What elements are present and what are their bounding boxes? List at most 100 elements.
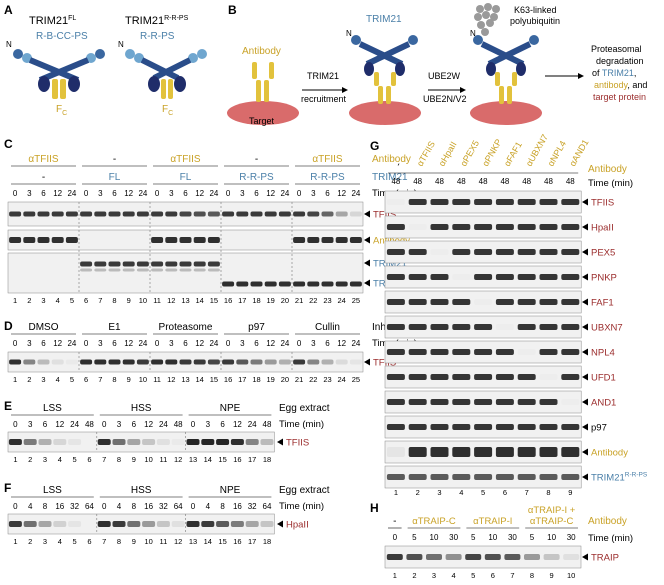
c-time-label: 6 bbox=[183, 189, 188, 198]
h-arrow-traip: TRAIP bbox=[591, 553, 619, 564]
d-inhibitor-header: p97 bbox=[248, 322, 265, 333]
c-band-trim21-fl-minor bbox=[94, 268, 107, 272]
g-band bbox=[539, 447, 558, 457]
g-arrow-hpaii: HpaII bbox=[591, 223, 614, 234]
b-k63-line1: K63-linked bbox=[514, 5, 557, 15]
d-time-label: 3 bbox=[240, 339, 245, 348]
c-band-tfiis bbox=[136, 211, 149, 217]
rrps-fc-label: FC bbox=[162, 104, 173, 117]
panel-a: A TRIM21FL R-B-CC-PS N FC TRIM21R-R-PS R… bbox=[4, 3, 207, 117]
f-band bbox=[230, 521, 244, 527]
d-band-tfiis bbox=[23, 359, 36, 365]
g-band bbox=[474, 349, 493, 355]
c-band-trim21-fl-minor bbox=[207, 268, 220, 272]
c-band-antibody bbox=[37, 237, 50, 243]
d-band-tfiis bbox=[349, 359, 362, 365]
c-time-label: 3 bbox=[98, 189, 103, 198]
g-row-antibody: Antibody bbox=[588, 164, 627, 175]
g-band bbox=[452, 324, 471, 330]
c-trim21-header: R-R-PS bbox=[239, 172, 274, 183]
c-antibody-header: αTFIIS bbox=[312, 154, 343, 165]
c-time-label: 3 bbox=[27, 189, 32, 198]
c-band-trim21-fl bbox=[108, 261, 121, 267]
h-lane-number: 9 bbox=[550, 571, 554, 580]
f-band bbox=[171, 521, 185, 527]
g-band bbox=[386, 399, 405, 405]
g-antibody-header: αPNKP bbox=[480, 137, 504, 168]
b-recruit-line1: TRIM21 bbox=[307, 71, 339, 81]
f-lane-number: 16 bbox=[233, 537, 241, 546]
h-antibody-header: αTRAIP-C bbox=[412, 516, 456, 527]
h-blot-traip bbox=[384, 545, 582, 569]
g-lane-number: 8 bbox=[546, 488, 550, 497]
c-time-label: 24 bbox=[67, 189, 76, 198]
d-lane-number: 9 bbox=[127, 375, 131, 384]
f-lane-number: 15 bbox=[218, 537, 226, 546]
f-lane-number: 2 bbox=[28, 537, 32, 546]
g-band bbox=[517, 274, 536, 280]
g-band bbox=[409, 224, 427, 230]
g-antibody-header: αHpaII bbox=[437, 140, 459, 168]
g-band bbox=[561, 474, 580, 480]
e-band bbox=[186, 439, 200, 445]
e-time-label: 3 bbox=[206, 420, 211, 429]
band-marker-icon bbox=[582, 223, 588, 231]
b-n1-label: N bbox=[346, 29, 352, 38]
g-band bbox=[517, 424, 536, 430]
c-lane-number: 25 bbox=[352, 296, 360, 305]
f-lane-number: 18 bbox=[263, 537, 271, 546]
g-band bbox=[452, 274, 470, 280]
h-band-traip bbox=[484, 554, 501, 560]
c-band-trim21-fl bbox=[122, 261, 135, 267]
b-out-line1: Proteasomal bbox=[591, 44, 642, 54]
g-band bbox=[387, 199, 405, 205]
d-lane-number: 3 bbox=[41, 375, 45, 384]
panel-a-letter: A bbox=[4, 3, 13, 17]
f-row-time: Time (min) bbox=[279, 501, 324, 512]
e-lane-number: 6 bbox=[87, 455, 91, 464]
h-time-label: 0 bbox=[393, 533, 398, 542]
d-lane-number: 13 bbox=[181, 375, 189, 384]
e-band bbox=[216, 439, 230, 445]
g-band bbox=[561, 274, 580, 280]
h-time-label: 10 bbox=[547, 533, 556, 542]
g-band bbox=[386, 474, 405, 480]
c-lane-number: 18 bbox=[252, 296, 260, 305]
c-band-antibody bbox=[23, 237, 36, 243]
g-band bbox=[561, 424, 580, 430]
g-blot-faf1 bbox=[384, 290, 582, 314]
e-lane-number: 5 bbox=[73, 455, 77, 464]
d-time-label: 0 bbox=[13, 339, 18, 348]
h-band-traip bbox=[524, 554, 540, 560]
c-band-antibody bbox=[307, 237, 320, 243]
g-band bbox=[495, 349, 514, 355]
e-lane-number: 3 bbox=[43, 455, 47, 464]
g-lane-number: 5 bbox=[481, 488, 485, 497]
band-marker-icon bbox=[582, 348, 588, 356]
g-band bbox=[474, 399, 493, 405]
c-band-tfiis bbox=[165, 211, 178, 217]
b-out-line5: target protein bbox=[593, 92, 646, 102]
b-out-line3: of TRIM21, bbox=[592, 68, 636, 78]
g-band bbox=[539, 474, 558, 480]
d-band-tfiis bbox=[151, 359, 164, 365]
e-time-label: 48 bbox=[263, 420, 272, 429]
c-lane-number: 14 bbox=[196, 296, 204, 305]
c-time-label: 24 bbox=[138, 189, 147, 198]
d-time-label: 12 bbox=[195, 339, 204, 348]
e-lane-number: 18 bbox=[263, 455, 271, 464]
d-inhibitor-header: DMSO bbox=[29, 322, 59, 333]
d-arrow-tfiis: TFIIS bbox=[373, 358, 396, 369]
d-time-label: 6 bbox=[183, 339, 188, 348]
g-band bbox=[539, 274, 558, 280]
band-marker-icon bbox=[364, 236, 370, 244]
g-band bbox=[386, 374, 405, 380]
c-lane-number: 10 bbox=[139, 296, 147, 305]
d-lane-number: 12 bbox=[167, 375, 175, 384]
c-band-tfiis bbox=[51, 211, 64, 217]
d-band-tfiis bbox=[179, 359, 192, 365]
f-time-label: 64 bbox=[263, 502, 272, 511]
d-band-tfiis bbox=[207, 359, 220, 365]
g-lane-number: 2 bbox=[416, 488, 420, 497]
e-time-label: 48 bbox=[85, 420, 94, 429]
